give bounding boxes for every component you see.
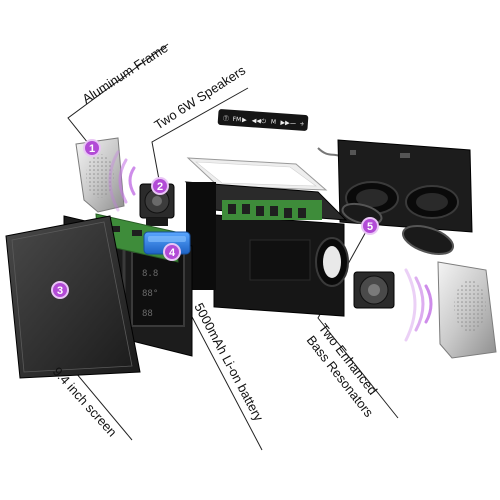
control-button-glyph: —: [290, 120, 296, 127]
badge-3: 3: [51, 281, 69, 299]
control-button-glyph: FM: [232, 116, 241, 124]
control-button-glyph: +: [299, 121, 305, 128]
control-button-glyph: ◀◀: [251, 117, 261, 125]
badge-3-number: 3: [57, 285, 63, 297]
control-button-glyph: ⏻: [261, 118, 266, 125]
badge-2-number: 2: [157, 181, 163, 193]
badge-5-number: 5: [367, 221, 373, 233]
lcd-digit-3: 88: [142, 309, 153, 319]
label-battery: 5000mAh Li-on battery: [191, 300, 266, 424]
sound-waves-right: [404, 268, 433, 342]
leader-resonators: [317, 227, 399, 419]
right-aluminum-frame: [437, 261, 497, 359]
control-button-glyph: ▶▶: [280, 119, 290, 127]
leader-speakers: [151, 87, 249, 186]
circuit-board-top: [222, 200, 322, 220]
lcd-digit-2: 88°: [142, 289, 158, 299]
left-aluminum-frame: [75, 137, 125, 213]
rear-panel: [337, 139, 473, 233]
screen-panel: [5, 215, 141, 379]
label-aluminum-frame: Aluminum Frame: [79, 40, 170, 106]
badge-4: 4: [163, 243, 181, 261]
label-screen: 9.4 inch screen: [50, 364, 120, 440]
badge-5: 5: [361, 217, 379, 235]
control-button-glyph: M: [271, 119, 277, 126]
lcd-digit-1: 8.8: [142, 269, 158, 279]
badge-1-number: 1: [89, 143, 95, 155]
control-button-glyph: ▶: [242, 117, 247, 124]
badge-4-number: 4: [169, 247, 176, 259]
badge-1: 1: [83, 139, 101, 157]
main-housing: [184, 181, 349, 317]
top-light-panel: [186, 157, 328, 191]
badge-2: 2: [151, 177, 169, 195]
sound-waves-left: [108, 150, 136, 212]
speaker-driver-right: [353, 271, 395, 309]
leader-aluminum-frame: [67, 43, 169, 149]
control-button-glyph: Ⓣ: [223, 114, 230, 122]
